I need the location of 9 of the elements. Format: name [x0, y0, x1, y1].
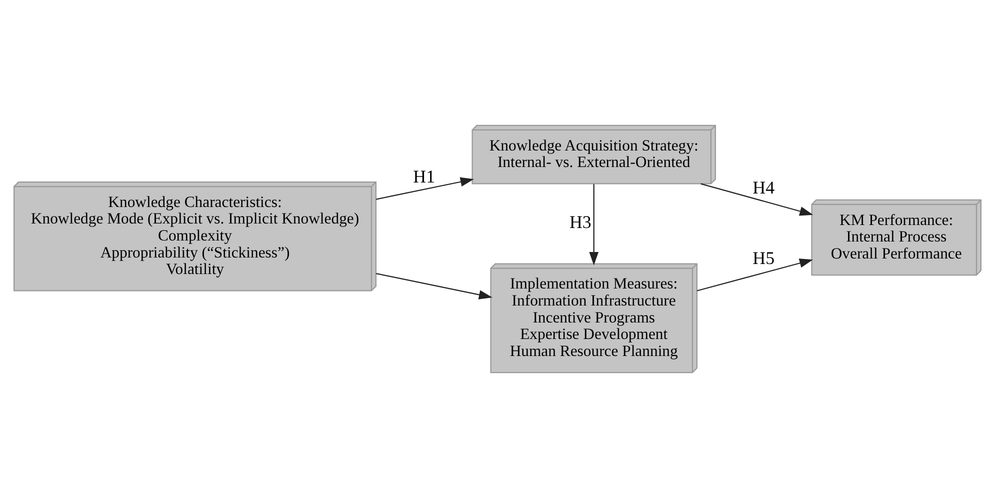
- arrow: [696, 258, 814, 292]
- arrow: [700, 183, 814, 216]
- arrow: [589, 184, 599, 266]
- arrow: [376, 272, 492, 300]
- edge-label: H1: [413, 166, 436, 186]
- edge-label: H3: [569, 212, 592, 232]
- edge-label: H4: [752, 178, 775, 198]
- edge-label: H5: [752, 248, 775, 268]
- arrow: [376, 177, 474, 200]
